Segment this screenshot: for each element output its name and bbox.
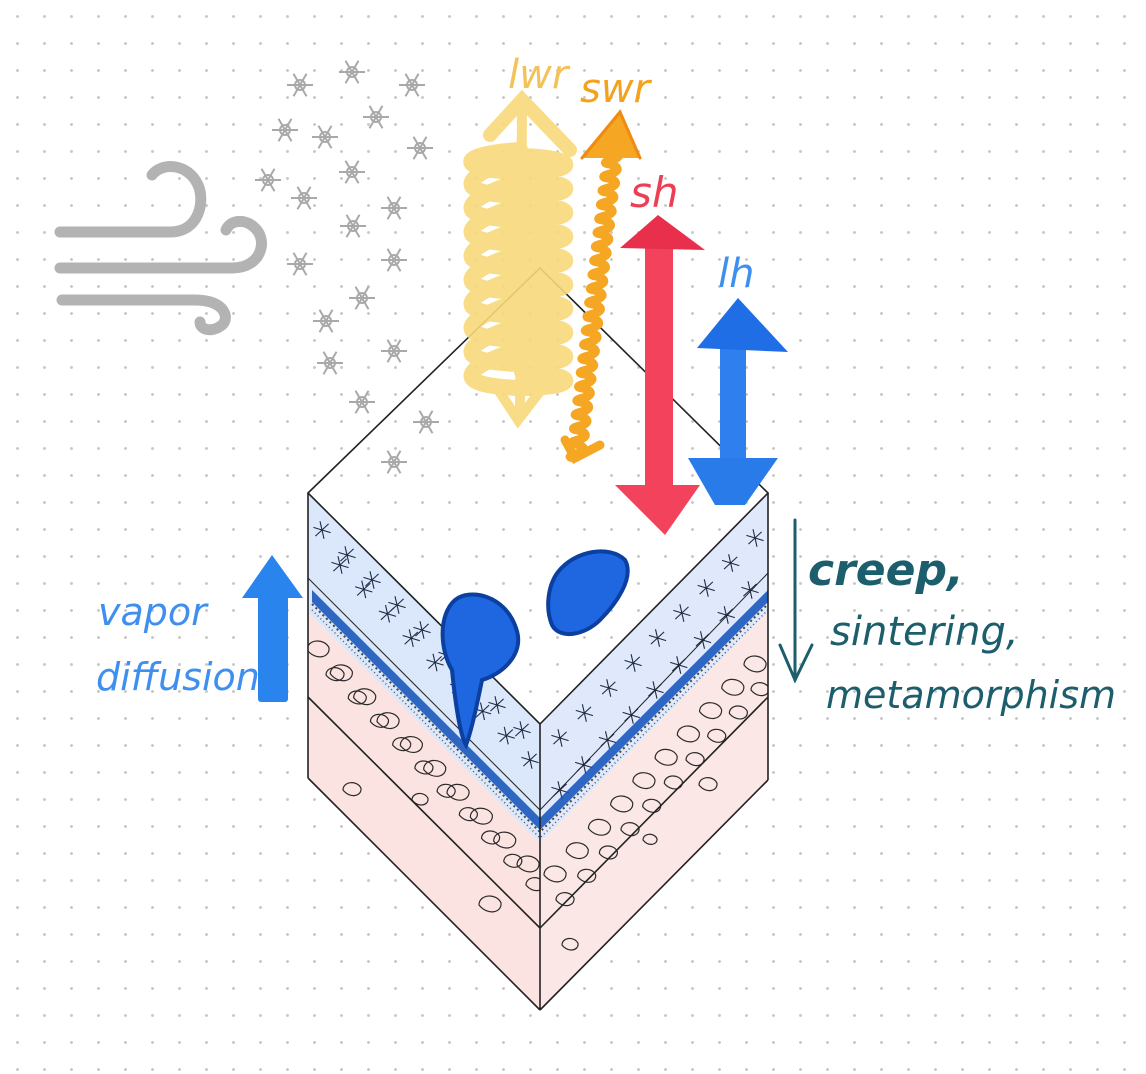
- lh-label: lh: [718, 251, 754, 297]
- snowflake-icon: [291, 186, 317, 210]
- vapor-label-line2: diffusion: [96, 655, 260, 699]
- snowflake-icon: [399, 73, 425, 97]
- snowflake-icon: [349, 286, 375, 310]
- swr-label: swr: [580, 66, 653, 112]
- snowflake-icon: [317, 351, 343, 375]
- creep-arrow: [778, 518, 814, 684]
- creep-label-line2: sintering,: [830, 609, 1019, 655]
- vapor-diffusion-arrow: [242, 555, 303, 702]
- snowflake-icon: [381, 339, 407, 363]
- snowflake-icon: [413, 410, 439, 434]
- snowflake-icon: [255, 168, 281, 192]
- snowflake-icon: [312, 125, 338, 149]
- snowflake-icon: [381, 248, 407, 272]
- snowflake-icon: [339, 160, 365, 184]
- swr-arrow: [560, 109, 642, 465]
- snowflake-icon: [349, 390, 375, 414]
- lwr-arrow: [463, 89, 577, 429]
- vapor-label-line1: vapor: [98, 590, 209, 634]
- snowflake-icon: [339, 60, 365, 84]
- snowflake-icon: [287, 73, 313, 97]
- lwr-label: lwr: [508, 52, 571, 98]
- wind-icon: [54, 161, 267, 336]
- snowflake-icon: [407, 136, 433, 160]
- snowflake-icons: [255, 60, 439, 474]
- sh-arrow: [615, 215, 705, 535]
- snowflake-icon: [340, 214, 366, 238]
- creep-label-line1: creep,: [808, 545, 964, 596]
- lh-arrow: [688, 298, 788, 505]
- sh-label: sh: [630, 168, 679, 217]
- snowflake-icon: [287, 252, 313, 276]
- snowflake-icon: [381, 196, 407, 220]
- ice-crust: [311, 590, 769, 840]
- creep-label-line3: metamorphism: [826, 673, 1116, 717]
- snowflake-icon: [272, 118, 298, 142]
- snowflake-icon: [313, 309, 339, 333]
- meltwater-percolation: [440, 549, 630, 750]
- snowflake-icon: [363, 105, 389, 129]
- snowflake-icon: [381, 450, 407, 474]
